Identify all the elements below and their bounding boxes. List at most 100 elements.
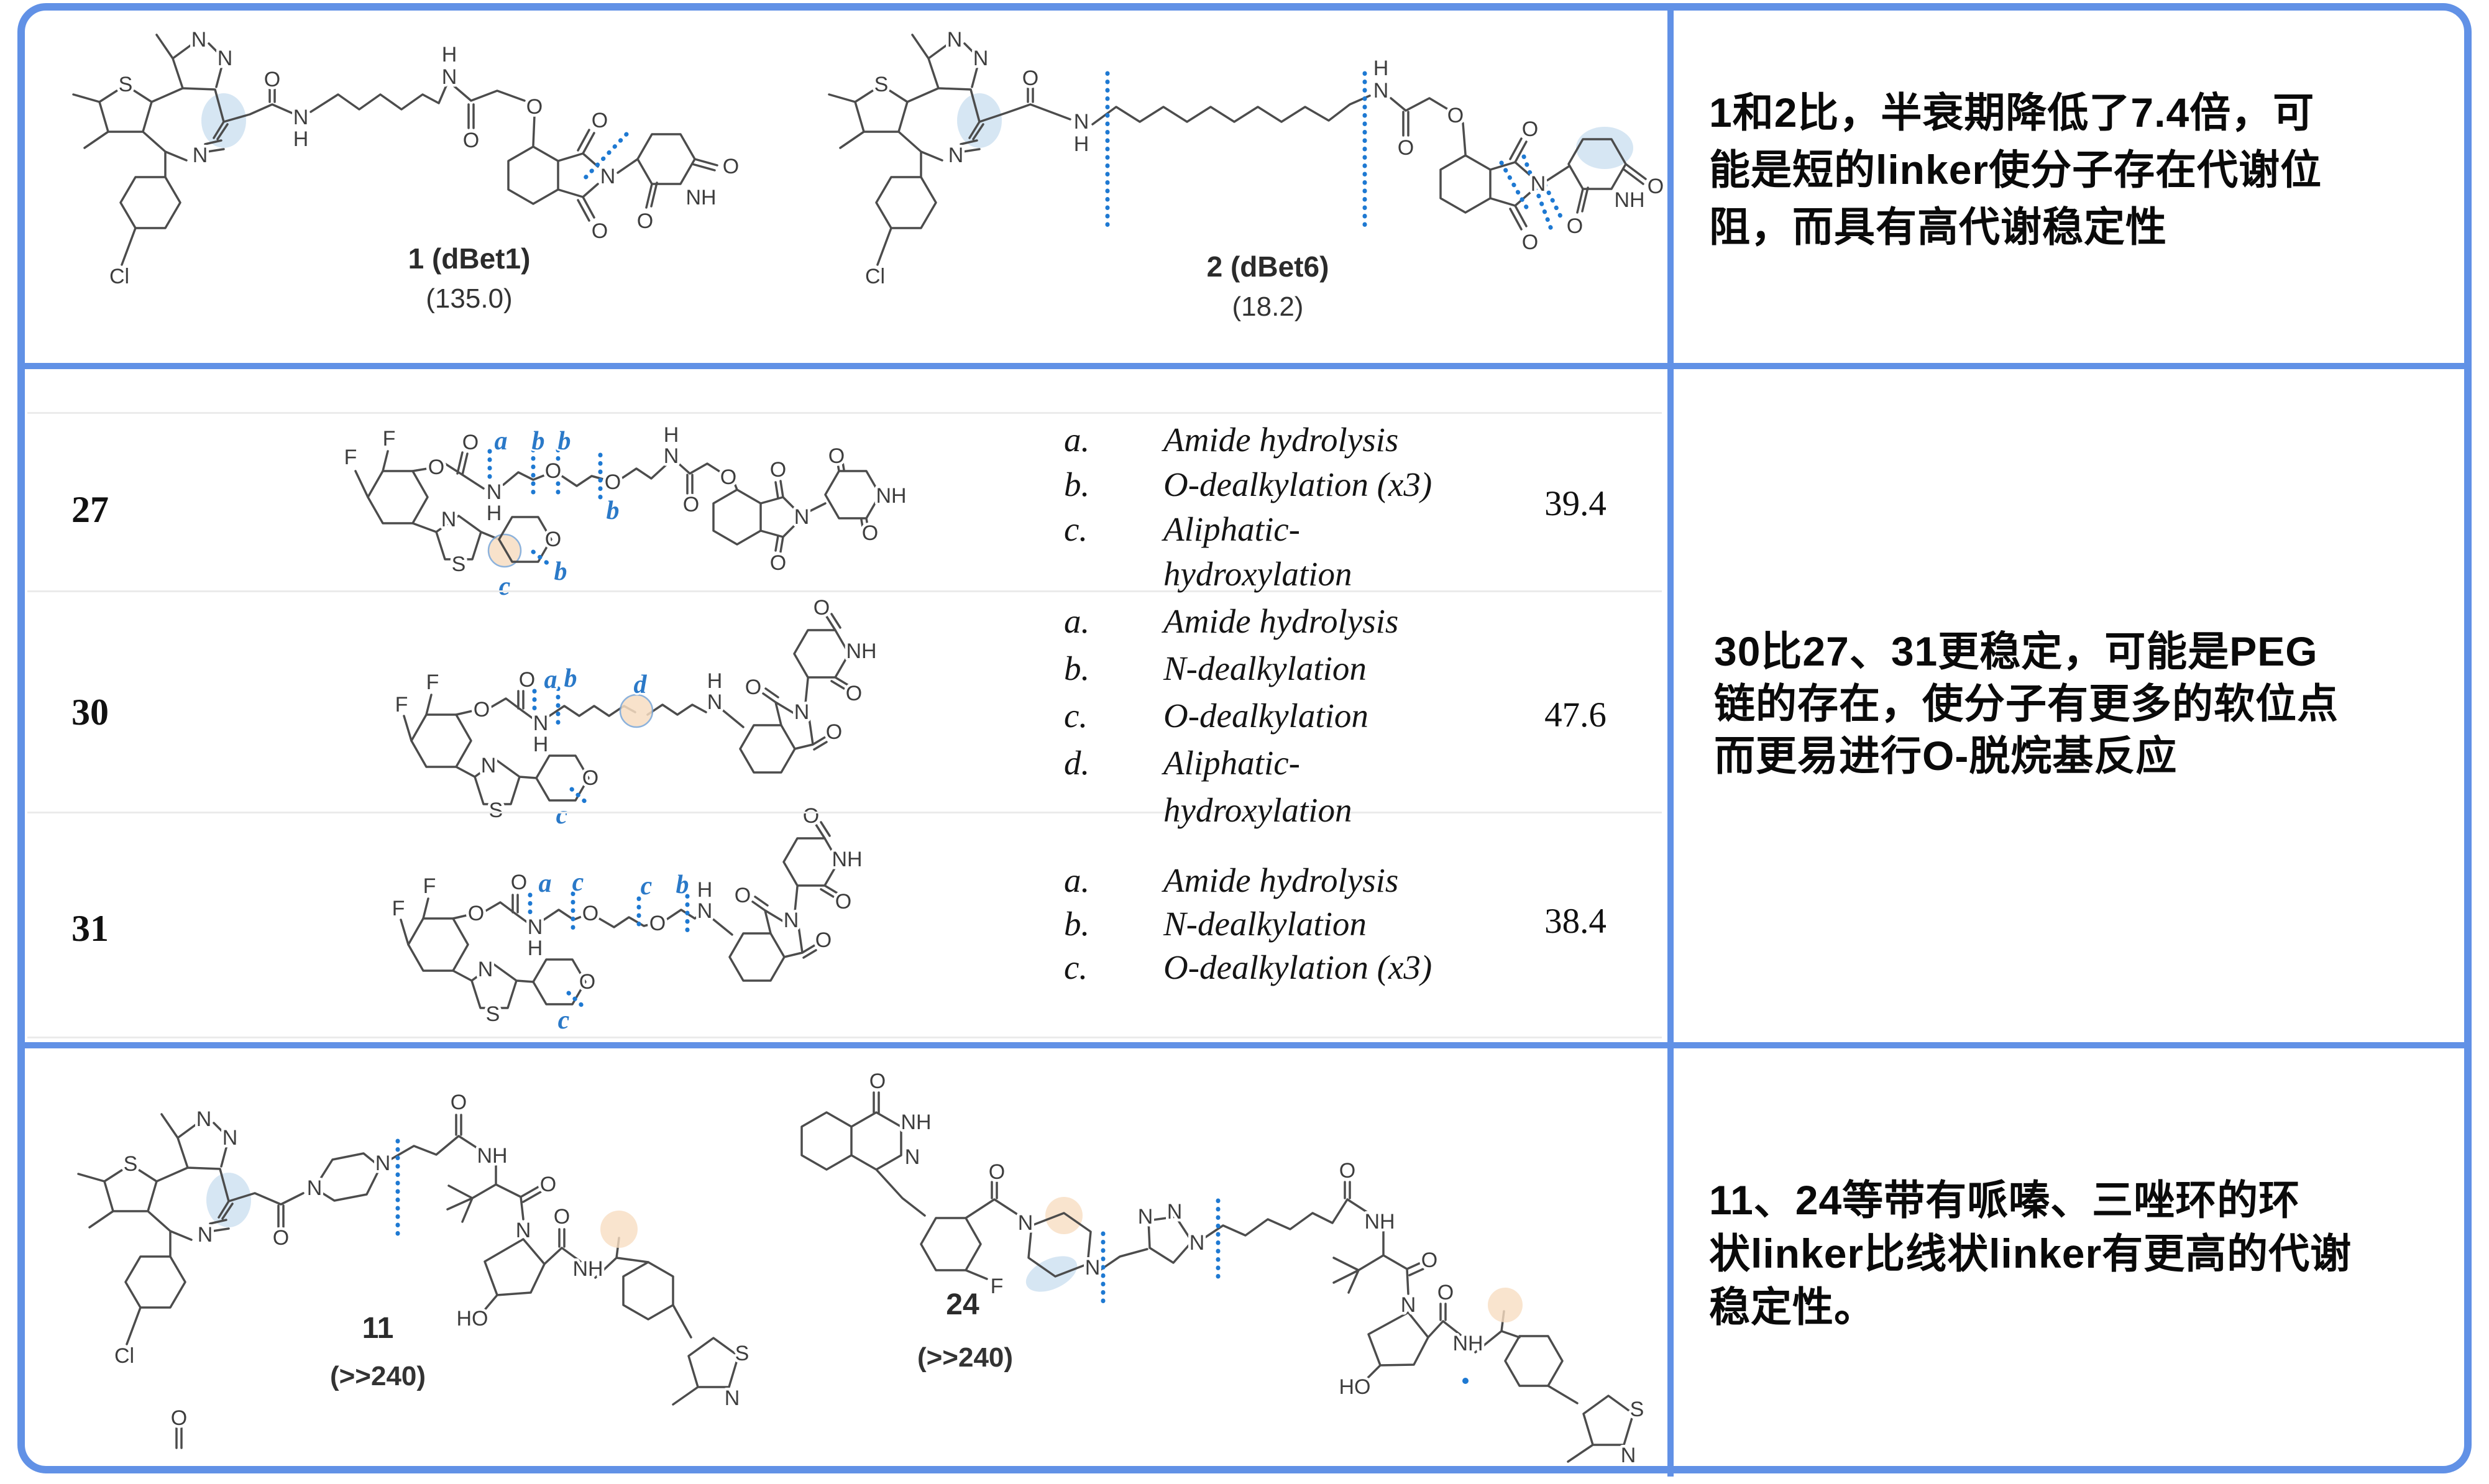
svg-text:N: N: [905, 1145, 920, 1169]
svg-text:S: S: [874, 73, 889, 96]
svg-text:N: N: [1373, 79, 1389, 103]
svg-text:O: O: [582, 766, 598, 790]
svg-text:N: N: [196, 1107, 212, 1131]
svg-text:F: F: [344, 446, 357, 469]
svg-text:b: b: [532, 427, 545, 456]
svg-text:N: N: [487, 480, 502, 504]
svg-text:O: O: [554, 1205, 570, 1229]
svg-text:N: N: [516, 1219, 531, 1242]
svg-text:S: S: [119, 73, 133, 96]
column-divider: [1667, 7, 1674, 1477]
svg-text:HO: HO: [457, 1307, 488, 1331]
svg-text:N: N: [1018, 1211, 1034, 1235]
svg-text:O: O: [1421, 1248, 1437, 1272]
svg-text:a: a: [544, 666, 557, 694]
svg-text:N: N: [947, 28, 963, 52]
svg-text:O: O: [1522, 117, 1538, 141]
svg-text:N: N: [600, 165, 616, 188]
svg-text:O: O: [1648, 175, 1664, 198]
svg-text:c: c: [641, 872, 653, 900]
svg-text:c: c: [572, 868, 584, 897]
svg-text:NH: NH: [1364, 1210, 1395, 1234]
note-row1: 1和2比，半衰期降低了7.4倍，可 能是短的linker使分子存在代谢位 阻，而…: [1709, 89, 2322, 250]
svg-text:N: N: [794, 505, 810, 529]
svg-text:b: b: [607, 497, 620, 525]
svg-text:N: N: [1074, 110, 1089, 134]
svg-text:O: O: [1522, 231, 1538, 254]
compound-11-label: 11: [362, 1312, 394, 1345]
svg-text:F: F: [991, 1275, 1004, 1298]
pathways-31: a.Amide hydrolysis b.N-dealkylation c.O-…: [1064, 861, 1432, 986]
svg-text:O: O: [579, 970, 595, 994]
svg-text:O: O: [745, 676, 761, 699]
svg-text:b: b: [564, 664, 577, 693]
svg-text:N: N: [1401, 1293, 1416, 1317]
svg-text:O: O: [1437, 1281, 1454, 1304]
svg-text:F: F: [383, 427, 396, 451]
svg-text:N: N: [794, 700, 810, 724]
svg-text:O: O: [862, 521, 878, 545]
svg-text:O: O: [720, 465, 736, 489]
svg-text:S: S: [489, 799, 503, 822]
svg-text:NH: NH: [477, 1144, 507, 1168]
svg-text:S: S: [1630, 1398, 1644, 1421]
compound-1-label: 1 (dBet1): [408, 242, 531, 275]
subrow-divider: [27, 1037, 1662, 1038]
svg-text:N: N: [533, 712, 549, 735]
svg-text:H: H: [707, 669, 723, 693]
svg-text:N: N: [191, 28, 207, 52]
compound-30-number: 30: [71, 692, 109, 733]
svg-text:O: O: [835, 890, 851, 914]
svg-text:N: N: [664, 444, 679, 468]
svg-text:H: H: [1373, 57, 1389, 80]
svg-text:N: N: [222, 1126, 238, 1150]
svg-text:NH: NH: [1452, 1332, 1483, 1355]
svg-text:O: O: [511, 871, 527, 894]
svg-text:O: O: [519, 668, 535, 692]
svg-text:H: H: [528, 937, 543, 960]
svg-text:O: O: [637, 209, 653, 233]
svg-text:d: d: [634, 671, 648, 699]
compound-2-label: 2 (dBet6): [1206, 250, 1329, 283]
svg-text:O: O: [605, 470, 621, 494]
compound-24-value: (>>240): [917, 1342, 1014, 1373]
row-divider-2: [22, 1042, 2470, 1048]
note-row3: 11、24等带有哌嗪、三唑环的环 状linker比线状linker有更高的代谢 …: [1709, 1177, 2352, 1330]
svg-text:NH: NH: [572, 1257, 603, 1281]
svg-text:O: O: [592, 219, 608, 243]
svg-text:O: O: [814, 596, 830, 620]
svg-text:N: N: [725, 1386, 740, 1410]
compound-24-label: 24: [946, 1288, 979, 1321]
subrow-divider: [27, 812, 1662, 813]
svg-text:S: S: [452, 552, 466, 576]
pathways-30: a.Amide hydrolysis b.N-dealkylation c.O-…: [1064, 602, 1399, 829]
svg-text:N: N: [1085, 1256, 1101, 1280]
svg-text:O: O: [683, 493, 699, 516]
svg-text:N: N: [375, 1152, 391, 1175]
value-27: 39.4: [1544, 484, 1607, 523]
svg-text:NH: NH: [832, 848, 862, 871]
svg-text:H: H: [293, 127, 309, 151]
svg-text:N: N: [1531, 172, 1546, 196]
svg-text:N: N: [1138, 1205, 1153, 1229]
svg-text:S: S: [124, 1152, 138, 1176]
svg-text:Cl: Cl: [114, 1344, 134, 1368]
svg-text:NH: NH: [846, 639, 876, 663]
svg-text:N: N: [293, 106, 309, 129]
svg-text:N: N: [442, 65, 457, 89]
pathways-27: a.Amide hydrolysis b.O-dealkylation (x3)…: [1064, 421, 1432, 593]
svg-text:O: O: [171, 1406, 187, 1430]
svg-text:O: O: [649, 912, 666, 935]
svg-text:a: a: [495, 427, 508, 456]
svg-text:H: H: [442, 43, 457, 66]
svg-text:N: N: [1189, 1231, 1205, 1255]
svg-text:O: O: [1398, 136, 1414, 160]
svg-text:O: O: [264, 68, 280, 91]
svg-text:NH: NH: [685, 186, 716, 209]
svg-text:O: O: [273, 1226, 289, 1250]
svg-text:O: O: [1567, 214, 1583, 238]
